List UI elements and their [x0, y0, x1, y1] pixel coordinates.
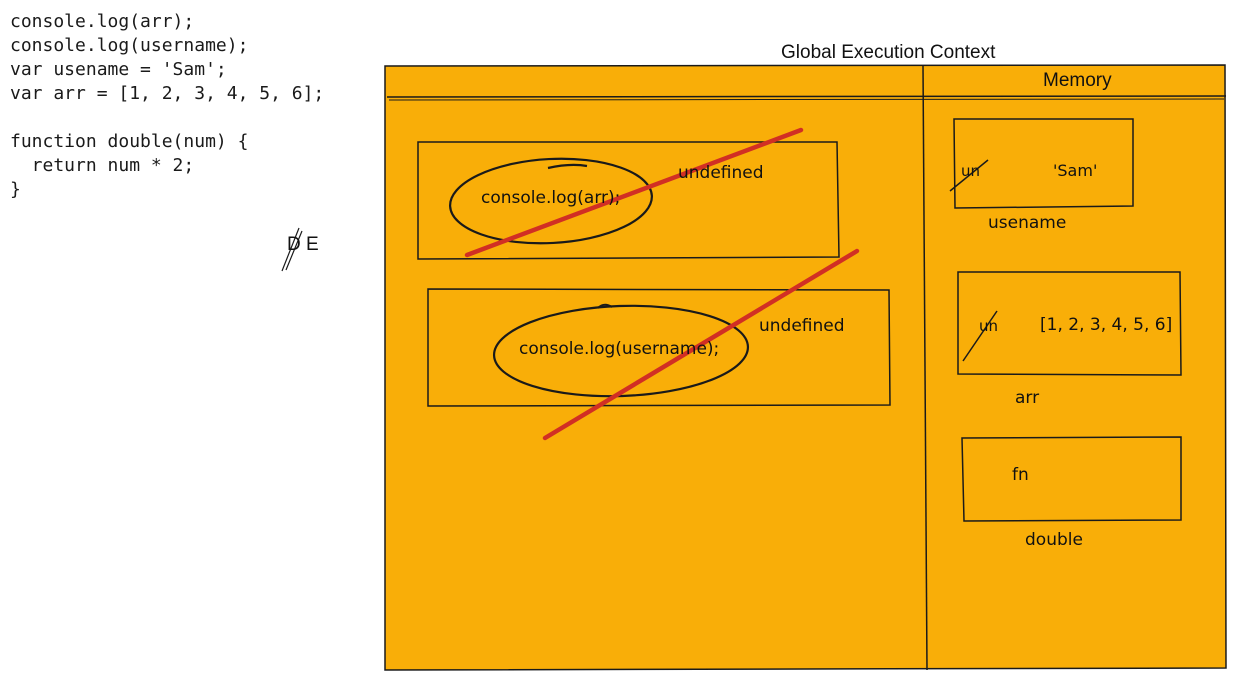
context-title: Global Execution Context: [781, 42, 996, 63]
code-call-box: [417, 141, 840, 260]
call-text: console.log(arr);: [481, 188, 621, 208]
code-line: return num * 2;: [10, 155, 195, 176]
done-strike: [542, 248, 860, 441]
memory-name: double: [1025, 530, 1083, 550]
memory-old-value: un: [961, 162, 981, 180]
memory-value: fn: [1012, 465, 1029, 485]
call-circle: [449, 157, 653, 245]
code-line: console.log(username);: [10, 35, 249, 56]
code-line: console.log(arr);: [10, 11, 195, 32]
memory-divider: [922, 65, 928, 671]
memory-slot-box: [961, 436, 1182, 522]
memory-slot-box: [957, 271, 1182, 376]
label-strike: [281, 227, 300, 272]
code-line: var arr = [1, 2, 3, 4, 5, 6];: [10, 83, 325, 104]
memory-value: [1, 2, 3, 4, 5, 6]: [1040, 315, 1173, 335]
memory-old-value: un: [979, 317, 999, 335]
call-result: undefined: [759, 316, 845, 336]
side-label: D E: [287, 234, 319, 255]
call-result: undefined: [678, 163, 764, 183]
done-strike: [464, 127, 804, 258]
code-line: }: [10, 179, 21, 200]
call-text: console.log(username);: [519, 339, 720, 359]
memory-header: Memory: [1043, 70, 1112, 91]
memory-value: 'Sam': [1053, 161, 1098, 180]
code-line: var usename = 'Sam';: [10, 59, 227, 80]
header-divider: [386, 95, 1227, 98]
call-circle: [492, 304, 750, 398]
memory-name: usename: [988, 213, 1067, 233]
old-value-strike: [949, 159, 989, 192]
code-line: function double(num) {: [10, 131, 249, 152]
code-snippet: console.log(arr); console.log(username);…: [10, 10, 324, 202]
context-panel: [384, 64, 1227, 671]
code-call-box: [427, 288, 891, 407]
old-value-strike: [962, 310, 998, 362]
memory-name: arr: [1015, 388, 1040, 408]
memory-slot-box: [953, 118, 1134, 209]
